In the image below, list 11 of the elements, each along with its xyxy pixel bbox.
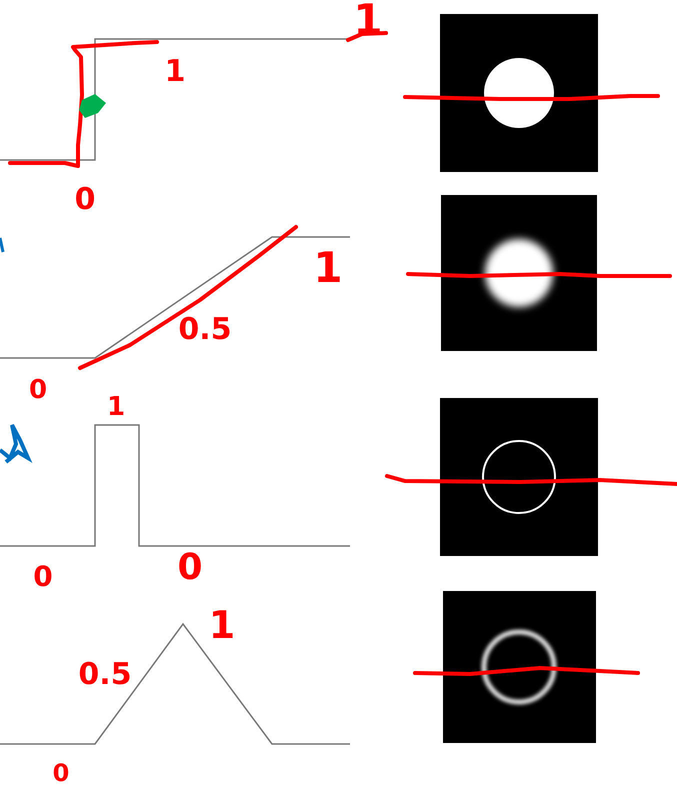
handwritten-number: 1 xyxy=(106,394,126,420)
handwritten-number: 1 xyxy=(164,57,186,87)
handwritten-number: 0.5 xyxy=(178,315,232,345)
handwritten-number: 1 xyxy=(208,606,236,644)
handwritten-number: 0.5 xyxy=(78,660,132,690)
handwritten-number: 1 xyxy=(313,247,343,289)
handwritten-number: 0 xyxy=(28,377,48,403)
handwritten-number: 0 xyxy=(33,563,53,591)
handwritten-number: 0 xyxy=(52,761,70,785)
handwritten-number: 0 xyxy=(177,550,203,586)
handwritten-number: 0 xyxy=(74,185,96,215)
